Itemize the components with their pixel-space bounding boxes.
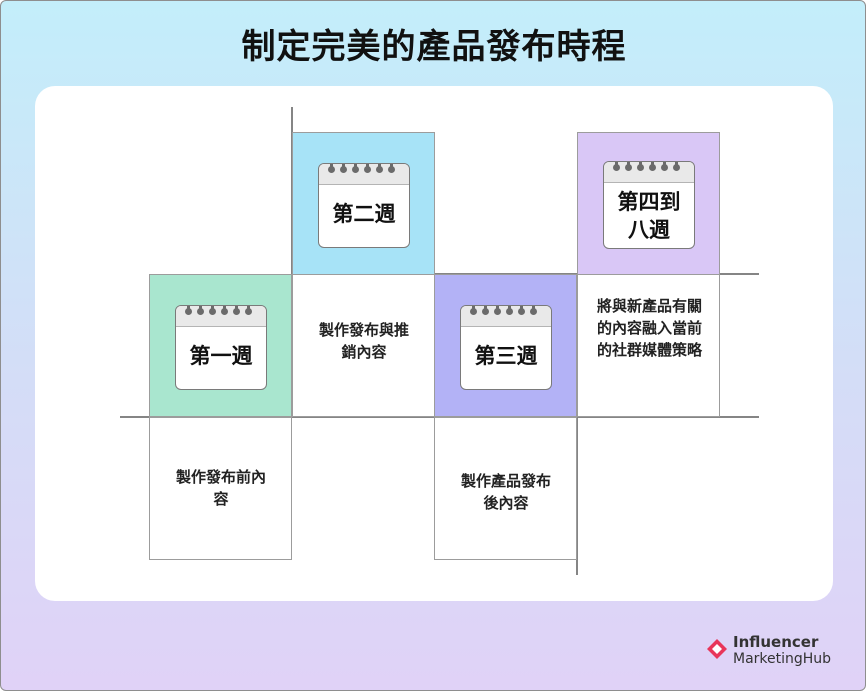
week-2-label: 第二週 [332, 202, 396, 226]
brand-name-line-2: MarketingHub [733, 651, 832, 667]
week-1-description-box: 製作發布前內容 [149, 417, 292, 560]
brand-name-line-1: Influencer [733, 633, 819, 651]
week-2-calendar-icon: 第二週 [318, 163, 410, 248]
week-3-label: 第三週 [474, 344, 538, 368]
week-3-description: 製作產品發布後內容 [460, 472, 551, 512]
week-1-calendar-icon: 第一週 [175, 305, 267, 390]
week-2-description-box: 製作發布與推銷內容 [292, 274, 435, 417]
grid-line-right [576, 273, 578, 575]
brand-mark-icon [707, 639, 727, 659]
week-4-8-tile: 第四到八週 [577, 132, 720, 275]
week-3-description-box: 製作產品發布後內容 [434, 417, 577, 560]
week-1-label: 第一週 [189, 344, 253, 368]
week-3-tile: 第三週 [434, 274, 577, 417]
week-4-8-label: 第四到八週 [617, 190, 681, 242]
brand-logo: Influencer MarketingHub [706, 633, 831, 674]
week-3-calendar-icon: 第三週 [460, 305, 552, 390]
week-4-8-description: 將與新產品有關的內容融入當前的社群媒體策略 [596, 297, 702, 359]
page-title: 制定完美的產品發布時程 [241, 27, 627, 67]
week-4-8-description-box: 將與新產品有關的內容融入當前的社群媒體策略 [577, 274, 720, 417]
week-1-description: 製作發布前內容 [176, 468, 267, 508]
week-2-description: 製作發布與推銷內容 [318, 321, 409, 361]
week-2-tile: 第二週 [292, 132, 435, 275]
week-1-tile: 第一週 [149, 274, 292, 417]
week-4-8-calendar-icon: 第四到八週 [603, 161, 695, 249]
